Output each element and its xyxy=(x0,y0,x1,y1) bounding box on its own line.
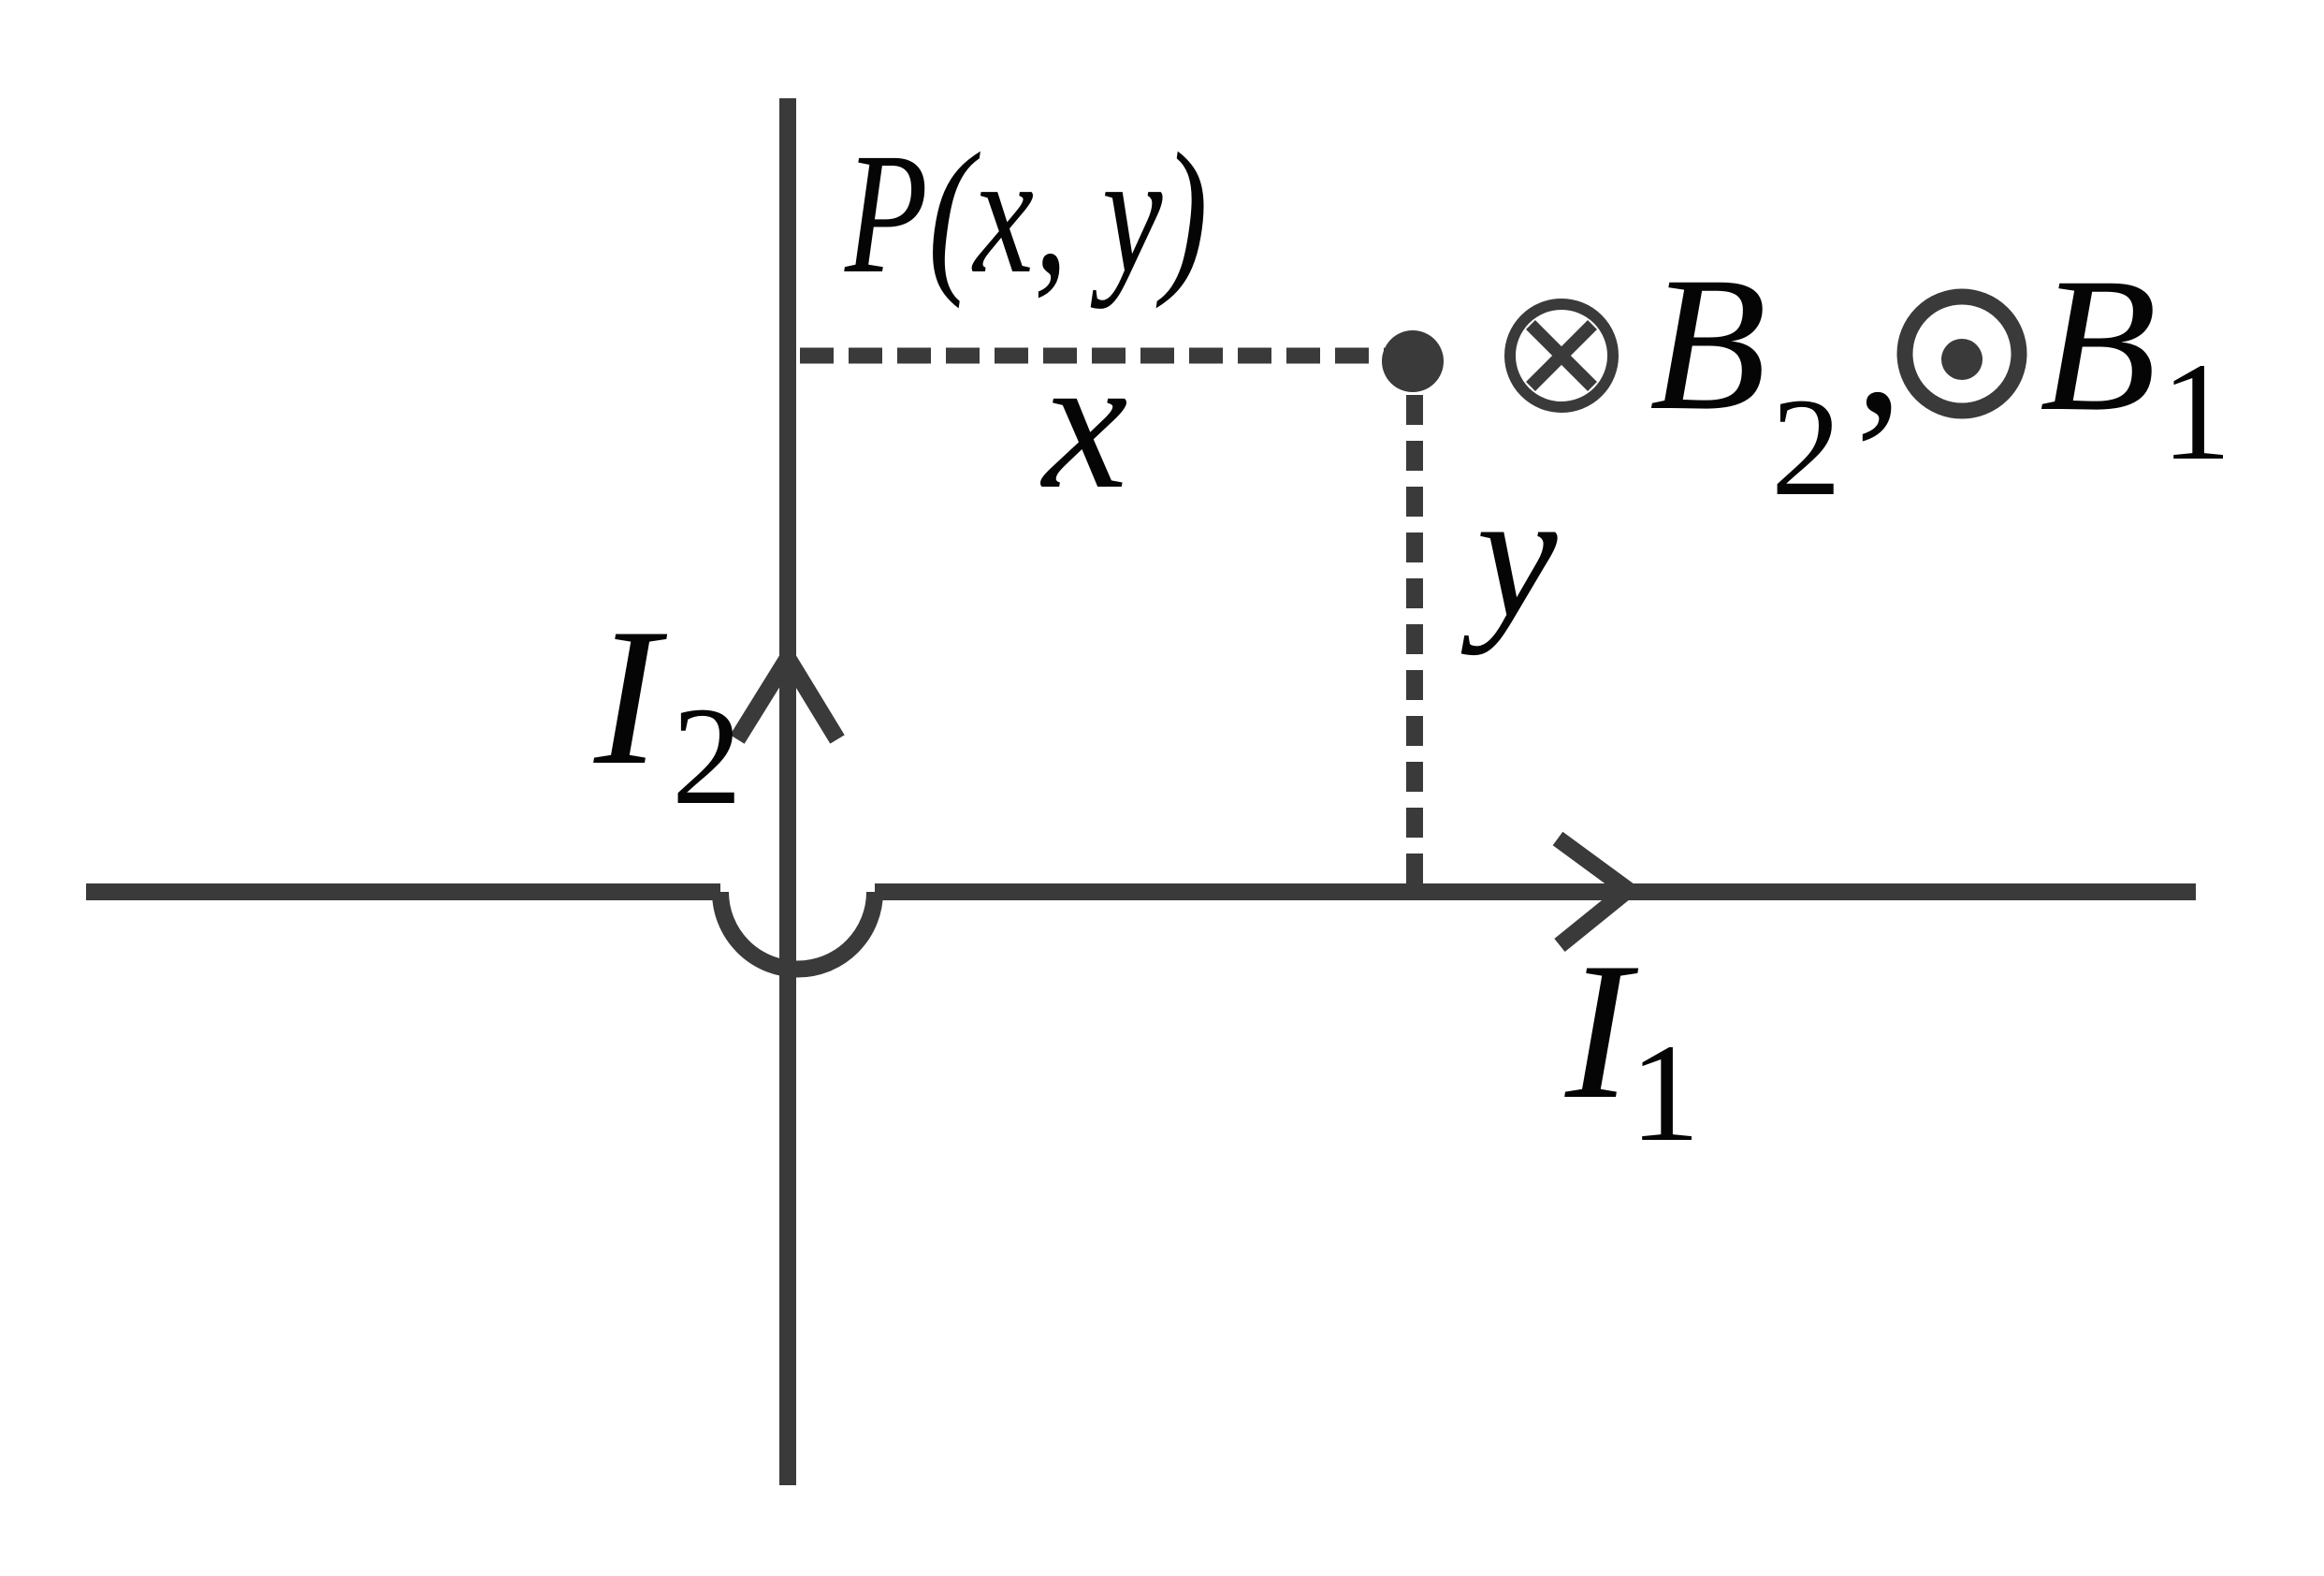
field-b1-subscript: 1 xyxy=(2161,334,2231,489)
out-of-page-ring xyxy=(1896,288,2027,419)
out-of-page-dot xyxy=(1941,339,1983,380)
point-p-marker xyxy=(1382,330,1444,392)
point-label: P(x, y) xyxy=(844,118,1208,310)
field-b1-label: B xyxy=(2040,239,2157,451)
field-b2-label: B xyxy=(1649,238,1766,450)
y-distance-label: y xyxy=(1460,454,1558,656)
wire-crossover-hop xyxy=(712,891,883,978)
into-page-cross-stroke-2 xyxy=(1526,320,1597,391)
current-i1-label: I xyxy=(1564,923,1639,1140)
current-i2-up-arrowhead-icon xyxy=(730,641,845,744)
field-out-of-page-icon xyxy=(1896,288,2027,419)
into-page-ring xyxy=(1504,299,1619,413)
field-into-page-icon xyxy=(1504,299,1619,413)
current-i1-subscript: 1 xyxy=(1630,1015,1700,1171)
current-i1-right-arrowhead-icon xyxy=(1552,831,1642,952)
x-distance-label: x xyxy=(1040,316,1128,529)
current-i2-subscript: 2 xyxy=(672,679,742,834)
field-b2-subscript: 2 xyxy=(1771,370,1841,525)
field-separator-comma: , xyxy=(1855,241,1903,454)
current-i2-label: I xyxy=(593,589,668,806)
